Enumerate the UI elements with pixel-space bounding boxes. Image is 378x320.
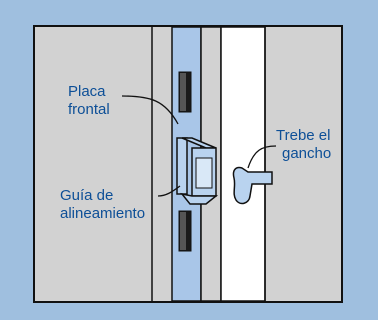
leader-faceplate bbox=[121, 95, 179, 125]
door-opening bbox=[220, 26, 266, 302]
label-hook-line1: Trebe el bbox=[276, 127, 330, 144]
hook bbox=[232, 166, 273, 205]
label-hook-line2: gancho bbox=[282, 145, 331, 162]
label-guide-line2: alineamiento bbox=[60, 205, 145, 222]
leader-guide bbox=[157, 185, 181, 197]
label-guide-line1: Guía de bbox=[60, 187, 113, 204]
leader-hook bbox=[247, 145, 277, 169]
label-faceplate-line2: frontal bbox=[68, 101, 110, 118]
faceplate-slot-bottom-shade bbox=[180, 212, 186, 250]
label-faceplate-line1: Placa bbox=[68, 83, 106, 100]
faceplate-slot-top-shade bbox=[180, 73, 186, 111]
alignment-guide bbox=[176, 137, 219, 205]
